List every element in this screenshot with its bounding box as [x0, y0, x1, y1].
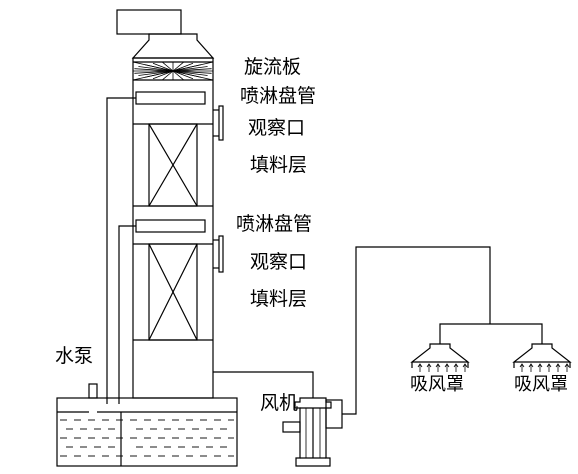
- swirl-plate: [132, 61, 214, 81]
- water-tank: [56, 397, 238, 467]
- suction-hood-right: [512, 343, 572, 372]
- water-pump: [88, 383, 98, 399]
- hood-duct: [342, 246, 543, 415]
- sight-port-1: [213, 105, 224, 141]
- exhaust-outlet: [116, 9, 182, 35]
- spray-pipe-1: [135, 91, 206, 105]
- label-sight-port-2: 观察口: [250, 251, 308, 273]
- tower-body: [132, 57, 214, 399]
- suction-hood-left: [410, 343, 470, 372]
- fan-unit: [282, 397, 343, 467]
- label-spray-pipe-2: 喷淋盘管: [236, 213, 313, 235]
- pump-riser-pipe: [106, 97, 136, 404]
- label-packing-layer-2: 填料层: [250, 288, 308, 310]
- label-spray-pipe-1: 喷淋盘管: [240, 85, 317, 107]
- spray-pipe-2: [135, 219, 206, 233]
- sight-port-2: [213, 235, 224, 273]
- packing-layer-2: [148, 243, 198, 341]
- label-water-pump: 水泵: [55, 345, 94, 367]
- label-sight-port-1: 观察口: [248, 117, 306, 139]
- gas-inlet-duct: [213, 371, 314, 398]
- label-packing-layer-1: 填料层: [250, 154, 308, 176]
- label-hood-left: 吸风罩: [410, 374, 464, 395]
- tower-top-cone: [131, 33, 215, 59]
- label-hood-right: 吸风罩: [514, 374, 568, 395]
- label-fan: 风机: [260, 392, 299, 414]
- label-swirl-plate: 旋流板: [244, 56, 302, 78]
- packing-layer-1: [148, 123, 198, 207]
